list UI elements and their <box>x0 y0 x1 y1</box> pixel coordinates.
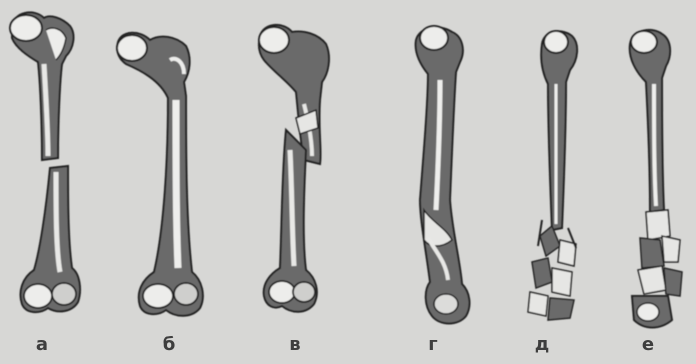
bone-b <box>117 33 203 316</box>
label-c: в <box>275 334 315 355</box>
bone-d <box>416 26 470 324</box>
label-d: г <box>413 334 453 355</box>
bone-f <box>630 30 682 328</box>
bone-e <box>528 31 577 320</box>
bone-a <box>10 12 80 312</box>
label-b: б <box>149 334 189 355</box>
label-a: а <box>22 334 62 355</box>
label-e: д <box>522 334 562 355</box>
bone-c <box>259 25 329 312</box>
label-f: е <box>628 334 668 355</box>
